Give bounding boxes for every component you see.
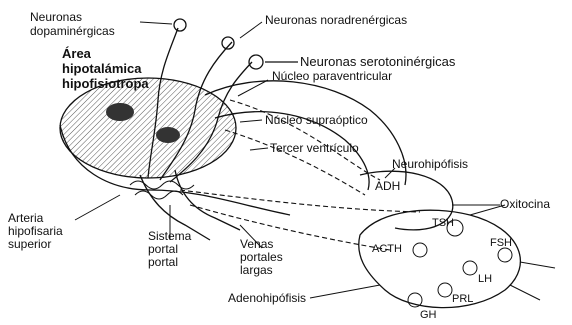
label-acth: ACTH: [372, 243, 402, 255]
label-neuronas-dopaminergicas-1: Neuronas: [30, 10, 82, 24]
leader-adenohipofisis: [310, 285, 380, 298]
label-venas-2: portales: [240, 250, 283, 264]
serotoninergic-neuron: [249, 55, 263, 69]
label-area-1: Área: [62, 46, 92, 61]
neurosecretory-tract-3: [180, 190, 420, 212]
label-adh: ADH: [375, 179, 400, 193]
label-arteria-2: hipofisaria: [8, 224, 63, 238]
pituitary-stalk-edge: [175, 170, 240, 230]
fsh-cell: [498, 248, 512, 262]
label-nucleo-supraoptico: Núcleo supraóptico: [265, 113, 368, 127]
dopaminergic-neuron: [174, 19, 186, 31]
label-neuronas-dopaminergicas-2: dopaminérgicas: [30, 24, 115, 38]
label-sistema-portal-2: portal: [148, 242, 178, 256]
label-arteria-3: superior: [8, 237, 51, 251]
label-neuronas-noradrenergicas: Neuronas noradrenérgicas: [265, 13, 407, 27]
leader-supraoptico: [240, 120, 262, 122]
hormone-arrow-2: [510, 285, 540, 300]
neurosecretory-tract-4: [190, 205, 390, 250]
label-sistema-portal-3: portal: [148, 255, 178, 269]
label-gh: GH: [420, 309, 437, 321]
label-prl: PRL: [452, 293, 473, 305]
label-neurohipofisis: Neurohipófisis: [392, 157, 468, 171]
label-lh: LH: [478, 273, 492, 285]
nucleus-blob: [156, 127, 180, 143]
leader-tercer-ventriculo: [250, 148, 268, 150]
label-oxitocina: Oxitocina: [500, 197, 550, 211]
label-area-2: hipotalámica: [62, 61, 142, 76]
label-venas-1: Venas: [240, 237, 273, 251]
label-adenohipofisis: Adenohipófisis: [228, 291, 306, 305]
label-venas-3: largas: [240, 263, 273, 277]
label-nucleo-paraventricular: Núcleo paraventricular: [272, 69, 392, 83]
leader-dopaminergic: [140, 22, 172, 24]
label-neuronas-serotoninergicas: Neuronas serotoninérgicas: [300, 54, 456, 69]
acth-cell: [413, 243, 427, 257]
lh-cell: [463, 261, 477, 275]
label-area-3: hipofisiotropa: [62, 76, 149, 91]
label-tsh: TSH: [432, 217, 454, 229]
label-sistema-portal-1: Sistema: [148, 229, 192, 243]
label-arteria-1: Arteria: [8, 211, 44, 225]
leader-noradrenergic: [240, 22, 262, 38]
leader-arteria: [75, 195, 120, 220]
label-fsh: FSH: [490, 237, 512, 249]
hormone-arrow-1: [520, 262, 555, 268]
label-tercer-ventriculo: Tercer ventrículo: [270, 141, 359, 155]
nucleus-blob: [106, 103, 134, 121]
prl-cell: [438, 283, 452, 297]
